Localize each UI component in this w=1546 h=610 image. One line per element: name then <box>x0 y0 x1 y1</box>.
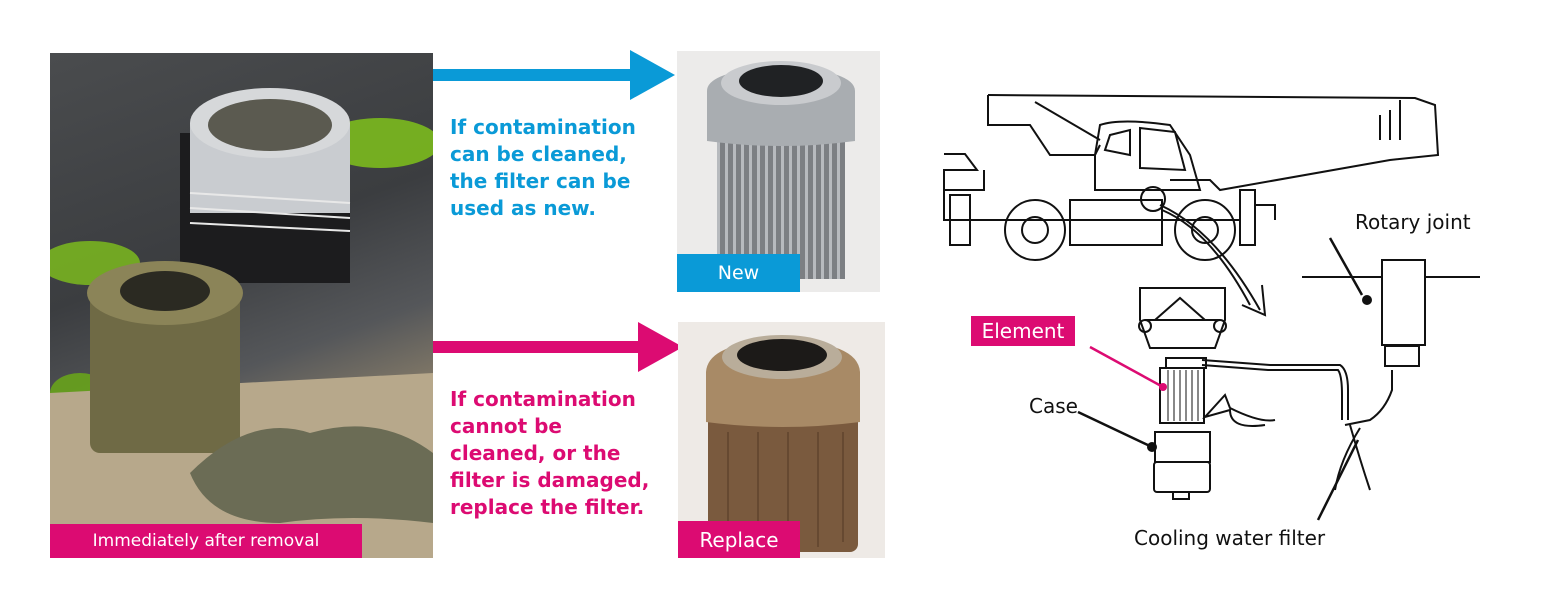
left-photo-caption: Immediately after removal <box>50 524 362 558</box>
rotary-joint-label: Rotary joint <box>1355 210 1471 234</box>
removed-filters-illustration <box>50 88 433 558</box>
dirty-filter-illustration <box>706 335 860 552</box>
replace-label: Replace <box>678 521 800 558</box>
magenta-arrow <box>433 322 683 372</box>
element-label: Element <box>971 316 1075 346</box>
callout-lines <box>1077 237 1372 521</box>
clean-path-text: If contamination can be cleaned, the fil… <box>450 115 636 220</box>
new-filter-illustration <box>707 61 855 279</box>
new-filter-photo <box>677 51 880 292</box>
replace-path-text: If contamination cannot be cleaned, or t… <box>450 387 650 519</box>
new-label: New <box>677 254 800 292</box>
flow-arrows <box>433 50 683 372</box>
dirty-filter-photo <box>678 322 885 558</box>
removed-filters-photo <box>50 53 433 558</box>
filter-assembly-illustration <box>1138 259 1480 500</box>
crane-diagram <box>943 94 1480 521</box>
crane-illustration <box>943 94 1440 317</box>
cooling-water-filter-label: Cooling water filter <box>1134 526 1326 550</box>
blue-arrow <box>433 50 675 100</box>
case-label: Case <box>1029 394 1078 418</box>
